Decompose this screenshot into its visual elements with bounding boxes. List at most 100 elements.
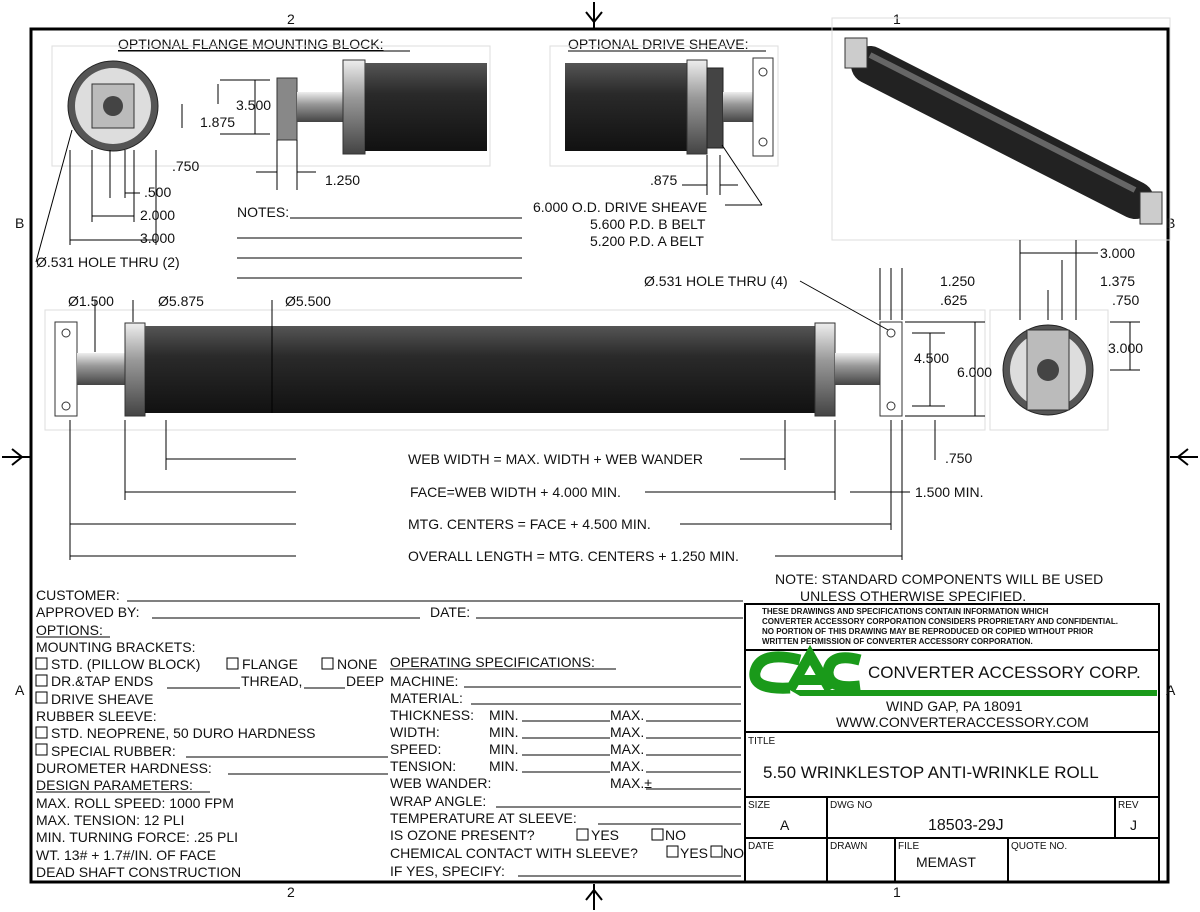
label-text: .875 xyxy=(650,172,677,188)
label-text: 5.600 P.D. B BELT xyxy=(590,216,706,232)
flange-mounting-view: OPTIONAL FLANGE MOUNTING BLOCK: 3.500 1.… xyxy=(35,36,491,270)
label-text: 6.000 xyxy=(957,364,992,380)
label-text: NONE xyxy=(337,656,377,672)
roll-elevation-view: Ø1.500 Ø5.875 Ø5.500 Ø.531 HOLE THRU (4)… xyxy=(44,240,1143,604)
label-text: REV xyxy=(1118,800,1139,811)
label-text: DEEP xyxy=(346,673,384,689)
label-text: STD. (PILLOW BLOCK) xyxy=(51,656,200,672)
label-text: B xyxy=(1166,215,1175,231)
label-text: FLANGE xyxy=(242,656,298,672)
label-text: MAX.± xyxy=(610,775,652,791)
label-text: Ø5.500 xyxy=(285,293,331,309)
label-text: DUROMETER HARDNESS: xyxy=(36,760,212,776)
drive-sheave-view: OPTIONAL DRIVE SHEAVE: .875 6.000 O.D. D… xyxy=(533,36,779,249)
label-text: 3.000 xyxy=(140,230,175,246)
label-text: OPTIONAL DRIVE SHEAVE: xyxy=(568,36,749,52)
label-text: 2 xyxy=(287,884,295,900)
label-text: STD. NEOPRENE, 50 DURO HARDNESS xyxy=(51,725,316,741)
label-text: 4.500 xyxy=(914,350,949,366)
label-text: MEMAST xyxy=(916,854,976,870)
label-text: FILE xyxy=(898,841,919,852)
label-text: 1.375 xyxy=(1100,273,1135,289)
label-text: NOTE: STANDARD COMPONENTS WILL BE USED xyxy=(775,571,1103,587)
label-text: A xyxy=(780,817,790,833)
label-text: MAX. xyxy=(610,741,644,757)
label-text: WEB WANDER: xyxy=(390,775,491,791)
label-text: Ø1.500 xyxy=(68,293,114,309)
label-text: DWG NO xyxy=(830,800,872,811)
label-text: MAX. ROLL SPEED: 1000 FPM xyxy=(36,795,234,811)
label-text: UNLESS OTHERWISE SPECIFIED. xyxy=(800,588,1026,604)
label-text: Ø.531 HOLE THRU (4) xyxy=(644,273,788,289)
label-text: CONVERTER ACCESSORY CORPORATION CONSIDER… xyxy=(762,617,1118,626)
label-text: MAX. TENSION: 12 PLI xyxy=(36,812,184,828)
label-text: IS OZONE PRESENT? xyxy=(390,827,535,843)
label-text: DRAWN xyxy=(830,841,867,852)
label-text: CONVERTER ACCESSORY CORP. xyxy=(868,663,1141,682)
order-form: CUSTOMER: APPROVED BY: DATE: OPTIONS: MO… xyxy=(35,587,744,880)
label-text: J xyxy=(1130,817,1137,833)
label-text: THESE DRAWINGS AND SPECIFICATIONS CONTAI… xyxy=(762,607,1049,616)
label-text: CHEMICAL CONTACT WITH SLEEVE? xyxy=(390,845,638,861)
label-text: FACE=WEB WIDTH + 4.000 MIN. xyxy=(410,484,621,500)
label-text: NO xyxy=(723,845,744,861)
label-text: WIDTH: xyxy=(390,724,440,740)
label-text: DR.&TAP ENDS xyxy=(51,673,153,689)
label-text: 18503-29J xyxy=(928,817,1004,834)
label-text: 5.200 P.D. A BELT xyxy=(590,233,704,249)
label-text: 3.500 xyxy=(236,97,271,113)
label-text: DRIVE SHEAVE xyxy=(51,691,153,707)
label-text: TENSION: xyxy=(390,758,456,774)
label-text: YES xyxy=(591,827,619,843)
label-text: 6.000 O.D. DRIVE SHEAVE xyxy=(533,199,707,215)
label-text: OPTIONAL FLANGE MOUNTING BLOCK: xyxy=(118,36,384,52)
label-text: .625 xyxy=(940,292,967,308)
label-text: 1.250 xyxy=(940,273,975,289)
cac-logo xyxy=(749,644,1157,696)
label-text: SPECIAL RUBBER: xyxy=(51,743,176,759)
sheet-border xyxy=(29,27,1170,884)
label-text: CUSTOMER: xyxy=(36,587,120,603)
label-text: WWW.CONVERTERACCESSORY.COM xyxy=(836,714,1089,730)
label-text: MIN. xyxy=(489,758,519,774)
zone-labels: 2 1 2 1 B B A A xyxy=(15,11,1176,900)
label-text: OVERALL LENGTH = MTG. CENTERS + 1.250 MI… xyxy=(408,548,739,564)
label-text: NO xyxy=(665,827,686,843)
label-text: WT. 13# + 1.7#/IN. OF FACE xyxy=(36,847,216,863)
label-text: 1.875 xyxy=(200,114,235,130)
label-text: WEB WIDTH = MAX. WIDTH + WEB WANDER xyxy=(408,451,703,467)
label-text: APPROVED BY: xyxy=(36,604,139,620)
label-text: MIN. xyxy=(489,724,519,740)
label-text: SIZE xyxy=(748,800,771,811)
label-text: TITLE xyxy=(748,736,776,747)
label-text: THICKNESS: xyxy=(390,707,474,723)
label-text: 1.500 MIN. xyxy=(915,484,983,500)
label-text: 3.000 xyxy=(1108,340,1143,356)
label-text: B xyxy=(15,215,24,231)
isometric-roll-view: 1 xyxy=(831,17,1171,241)
label-text: MIN. xyxy=(489,741,519,757)
label-text: MIN. xyxy=(489,707,519,723)
label-text: DATE: xyxy=(430,604,470,620)
checkbox-group[interactable] xyxy=(35,657,723,858)
label-text: THREAD, xyxy=(241,673,302,689)
label-text: .500 xyxy=(144,184,171,200)
label-text: .750 xyxy=(172,158,199,174)
label-text: 2 xyxy=(287,11,295,27)
label-text: MOUNTING BRACKETS: xyxy=(36,639,195,655)
label-text: DATE xyxy=(748,841,774,852)
label-text: .750 xyxy=(1112,292,1139,308)
label-text: .750 xyxy=(945,450,972,466)
label-text: MIN. TURNING FORCE: .25 PLI xyxy=(36,829,238,845)
label-text: MTG. CENTERS = FACE + 4.500 MIN. xyxy=(408,516,651,532)
label-text: OPERATING SPECIFICATIONS: xyxy=(390,654,595,670)
label-text: QUOTE NO. xyxy=(1011,841,1067,852)
label-text: NOTES: xyxy=(237,204,289,220)
label-text: 1 xyxy=(893,11,901,27)
notes-area: NOTES: xyxy=(237,204,522,279)
label-text: DEAD SHAFT CONSTRUCTION xyxy=(36,864,241,880)
label-text: A xyxy=(15,682,25,698)
label-text: A xyxy=(1166,682,1176,698)
label-text: OPTIONS: xyxy=(36,622,103,638)
